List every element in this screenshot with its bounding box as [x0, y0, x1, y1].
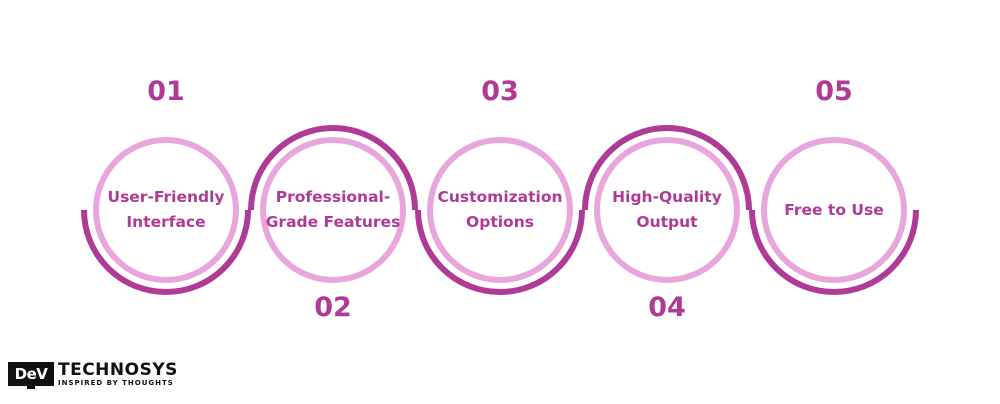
step-number-5: 05: [815, 76, 853, 107]
logo-name: TECHNOSYS: [58, 360, 178, 380]
inner-ring-2: [260, 137, 406, 283]
step-number-4: 04: [648, 292, 686, 323]
logo-tagline: INSPIRED BY THOUGHTS: [58, 379, 174, 387]
logo-box-text: DeV: [14, 365, 48, 383]
inner-ring-5: [761, 137, 907, 283]
step-label-4: High-Quality Output: [612, 188, 722, 231]
step-number-1: 01: [147, 76, 185, 107]
step-label-2: Professional-Grade Features: [265, 188, 401, 231]
step-label-3: Customization Options: [437, 188, 563, 231]
step-label-5: Free to Use: [784, 200, 884, 219]
outer-arc-3: [415, 209, 585, 295]
outer-arc-1: [81, 209, 251, 295]
step-number-2: 02: [314, 292, 352, 323]
inner-ring-1: [93, 137, 239, 283]
inner-ring-3: [427, 137, 573, 283]
logo-monitor-stand: [27, 386, 35, 389]
step-number-3: 03: [481, 76, 519, 107]
logo-monitor-icon: DeV: [8, 362, 54, 386]
outer-arc-2: [248, 125, 418, 211]
inner-ring-4: [594, 137, 740, 283]
devtechnosys-logo: DeV TECHNOSYS INSPIRED BY THOUGHTS: [8, 360, 188, 392]
outer-arc-4: [582, 125, 752, 211]
step-label-1: User-Friendly Interface: [107, 188, 225, 231]
outer-arc-5: [749, 209, 919, 295]
